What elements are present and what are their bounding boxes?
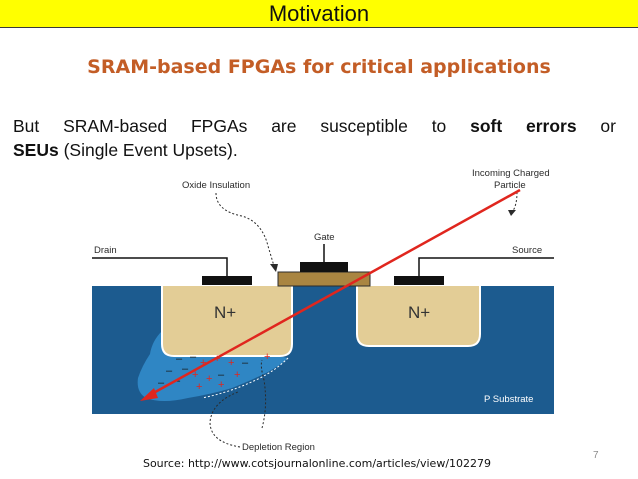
particle-trajectory-arrowhead	[140, 388, 158, 401]
n-region-right	[357, 286, 480, 346]
particle-leader-line	[511, 191, 518, 213]
gate-label: Gate	[314, 232, 335, 243]
oxide-arrowhead	[270, 264, 278, 272]
p-substrate-label: P Substrate	[484, 394, 533, 405]
drain-label: Drain	[94, 245, 117, 256]
particle-arrowhead	[508, 210, 516, 216]
drain-contact	[202, 276, 252, 285]
title-bar: Motivation	[0, 0, 638, 28]
depletion-contour	[201, 357, 289, 399]
gate-oxide-layer	[277, 271, 371, 287]
n-region-left	[162, 286, 292, 356]
plus-charge: +	[218, 379, 224, 391]
oxide-leader-line	[215, 192, 275, 267]
source-label: Source	[512, 245, 542, 256]
body-line-2: SEUs (Single Event Upsets).	[13, 138, 616, 162]
plus-charge: +	[234, 369, 240, 381]
plus-charge: +	[228, 357, 234, 369]
slide-subtitle: SRAM-based FPGAs for critical applicatio…	[87, 56, 551, 78]
body-text-suffix: or	[576, 116, 616, 136]
minus-charge: –	[176, 353, 183, 365]
depletion-region-label: Depletion Region	[242, 442, 315, 453]
minus-charge: –	[182, 363, 189, 375]
body-text-prefix: But SRAM-based FPGAs are susceptible to	[13, 116, 471, 136]
source-citation-text: Source: http://www.cotsjournalonline.com…	[142, 457, 492, 470]
plus-charge: +	[206, 373, 212, 385]
minus-charge: –	[242, 357, 249, 369]
n-plus-left-label: N+	[214, 303, 236, 322]
minus-charge: –	[166, 365, 173, 377]
n-plus-right-label: N+	[408, 303, 430, 322]
body-line-1: But SRAM-based FPGAs are susceptible to …	[13, 114, 616, 138]
source-wire	[418, 257, 554, 276]
seus-term: SEUs	[13, 140, 59, 160]
source-citation: Source: http://www.cotsjournalonline.com…	[0, 457, 638, 470]
plus-charge: +	[192, 369, 198, 381]
source-contact	[394, 276, 444, 285]
seus-expansion: (Single Event Upsets).	[58, 140, 238, 160]
soft-errors-term: soft errors	[470, 116, 577, 136]
depletion-region	[137, 331, 288, 401]
minus-charge: –	[158, 377, 165, 389]
particle-label-line-1: Incoming Charged	[472, 168, 550, 179]
minus-charge: –	[218, 369, 225, 381]
body-paragraph: But SRAM-based FPGAs are susceptible to …	[13, 114, 616, 162]
drain-wire	[92, 257, 228, 276]
plus-charge: +	[196, 381, 202, 393]
plus-charge: +	[200, 357, 206, 369]
particle-label-line-2: Particle	[494, 180, 526, 191]
transistor-diagram: Oxide Insulation Gate Drain Source Incom…	[92, 168, 554, 453]
slide-title: Motivation	[268, 1, 370, 26]
page-number: 7	[593, 450, 599, 461]
gate-contact	[300, 262, 348, 272]
oxide-insulation-label: Oxide Insulation	[182, 180, 250, 191]
minus-charge: –	[190, 351, 197, 363]
particle-trajectory	[147, 188, 521, 398]
plus-charge: +	[264, 351, 270, 363]
n-left-outline	[161, 286, 293, 357]
depletion-leader-line-2	[260, 359, 267, 429]
n-right-outline	[356, 286, 481, 347]
